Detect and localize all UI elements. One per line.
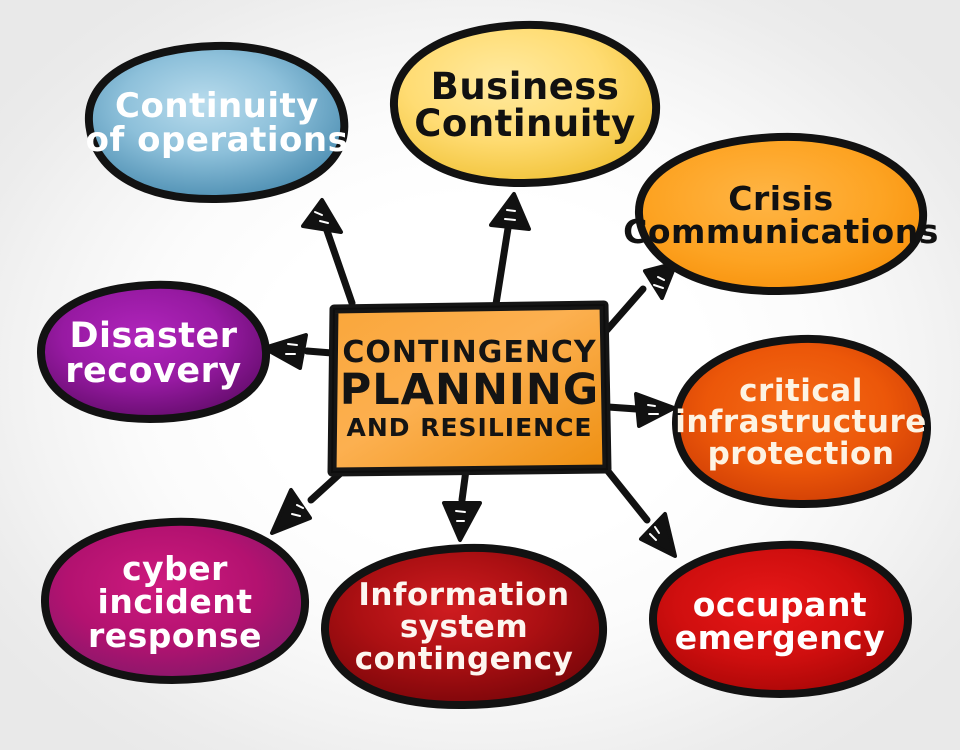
arrow-to-crisis-communications [603, 261, 678, 334]
node-crisis-communications[interactable] [634, 132, 928, 296]
arrow-to-critical-infrastructure-protection [604, 392, 676, 428]
node-business-continuity[interactable] [389, 20, 661, 188]
label-contingency-planning-and-resilience: CONTINGENCY PLANNING AND RESILIENCE [334, 308, 605, 470]
node-information-system-contingency[interactable] [320, 543, 608, 710]
node-cyber-incident-response[interactable] [40, 517, 310, 684]
node-continuity-of-operations[interactable] [84, 41, 349, 204]
arrow-to-occupant-emergency [603, 466, 677, 558]
arrow-to-cyber-incident-response [270, 466, 348, 535]
arrow-to-continuity-of-operations [301, 198, 356, 307]
center-label-line-2: PLANNING [339, 365, 600, 416]
node-critical-infrastructure-protection[interactable] [671, 334, 932, 509]
node-contingency-planning-and-resilience[interactable] [327, 300, 612, 477]
center-label-line-1: CONTINGENCY [342, 334, 597, 370]
arrow-to-business-continuity [489, 192, 531, 308]
node-occupant-emergency[interactable] [648, 540, 913, 698]
arrow-to-information-system-contingency [442, 466, 482, 542]
node-disaster-recovery[interactable] [36, 280, 271, 423]
arrow-to-disaster-recovery [262, 333, 336, 370]
center-label-line-3: AND RESILIENCE [346, 412, 593, 442]
